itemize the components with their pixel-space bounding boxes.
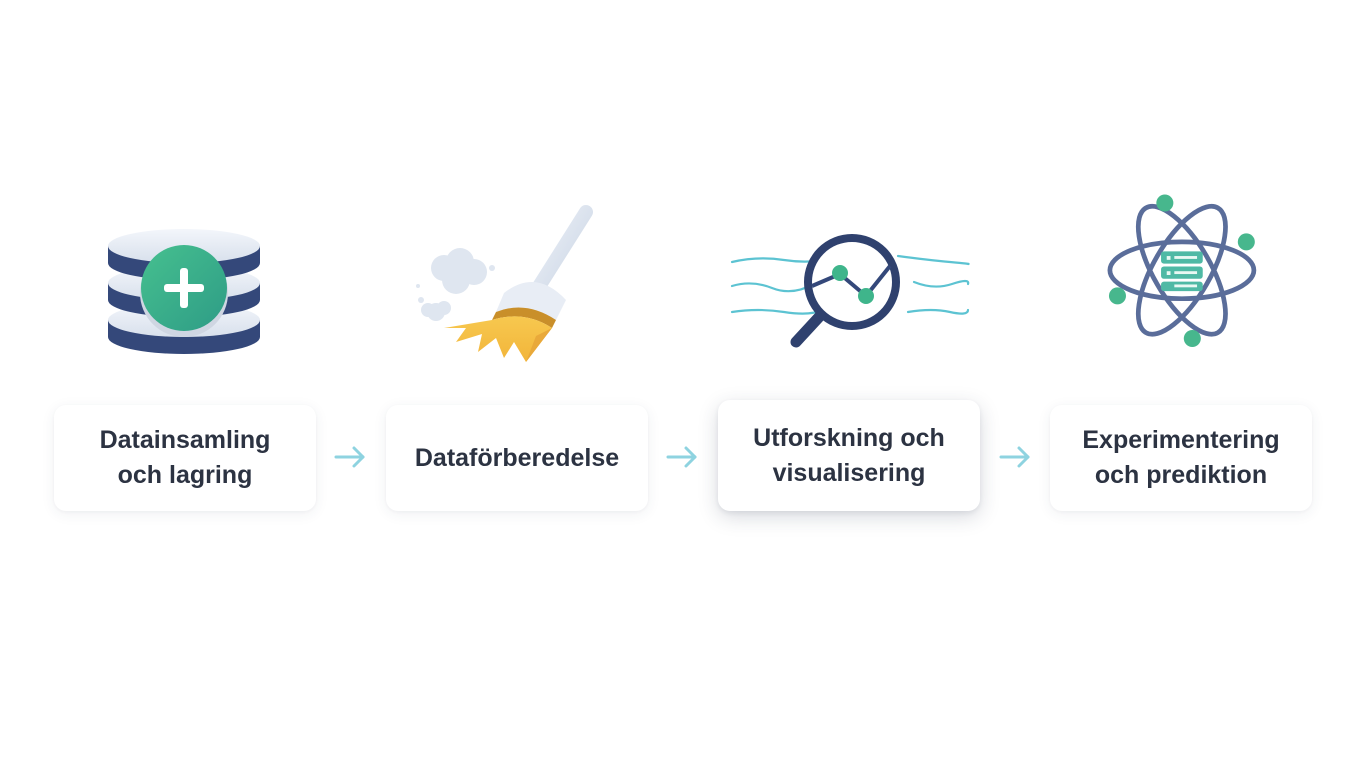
step-card-datainsamling: Datainsamling och lagring bbox=[54, 405, 316, 511]
atom-server-icon bbox=[1050, 185, 1310, 365]
arrow-right-icon bbox=[998, 445, 1032, 469]
broom-icon bbox=[386, 200, 646, 380]
step-label: Datainsamling och lagring bbox=[99, 426, 271, 489]
step-card-experimentering: Experimentering och prediktion bbox=[1050, 405, 1312, 511]
step-label: Experimentering och prediktion bbox=[1082, 426, 1280, 489]
step-label: Utforskning och visualisering bbox=[753, 423, 945, 487]
step-label: Dataförberedelse bbox=[414, 443, 620, 472]
magnifier-chart-icon bbox=[718, 200, 978, 380]
step-card-dataforberedelse: Dataförberedelse bbox=[386, 405, 648, 511]
arrow-right-icon bbox=[333, 445, 367, 469]
database-add-icon bbox=[54, 200, 314, 380]
step-card-utforskning: Utforskning och visualisering bbox=[718, 400, 980, 511]
arrow-right-icon bbox=[665, 445, 699, 469]
